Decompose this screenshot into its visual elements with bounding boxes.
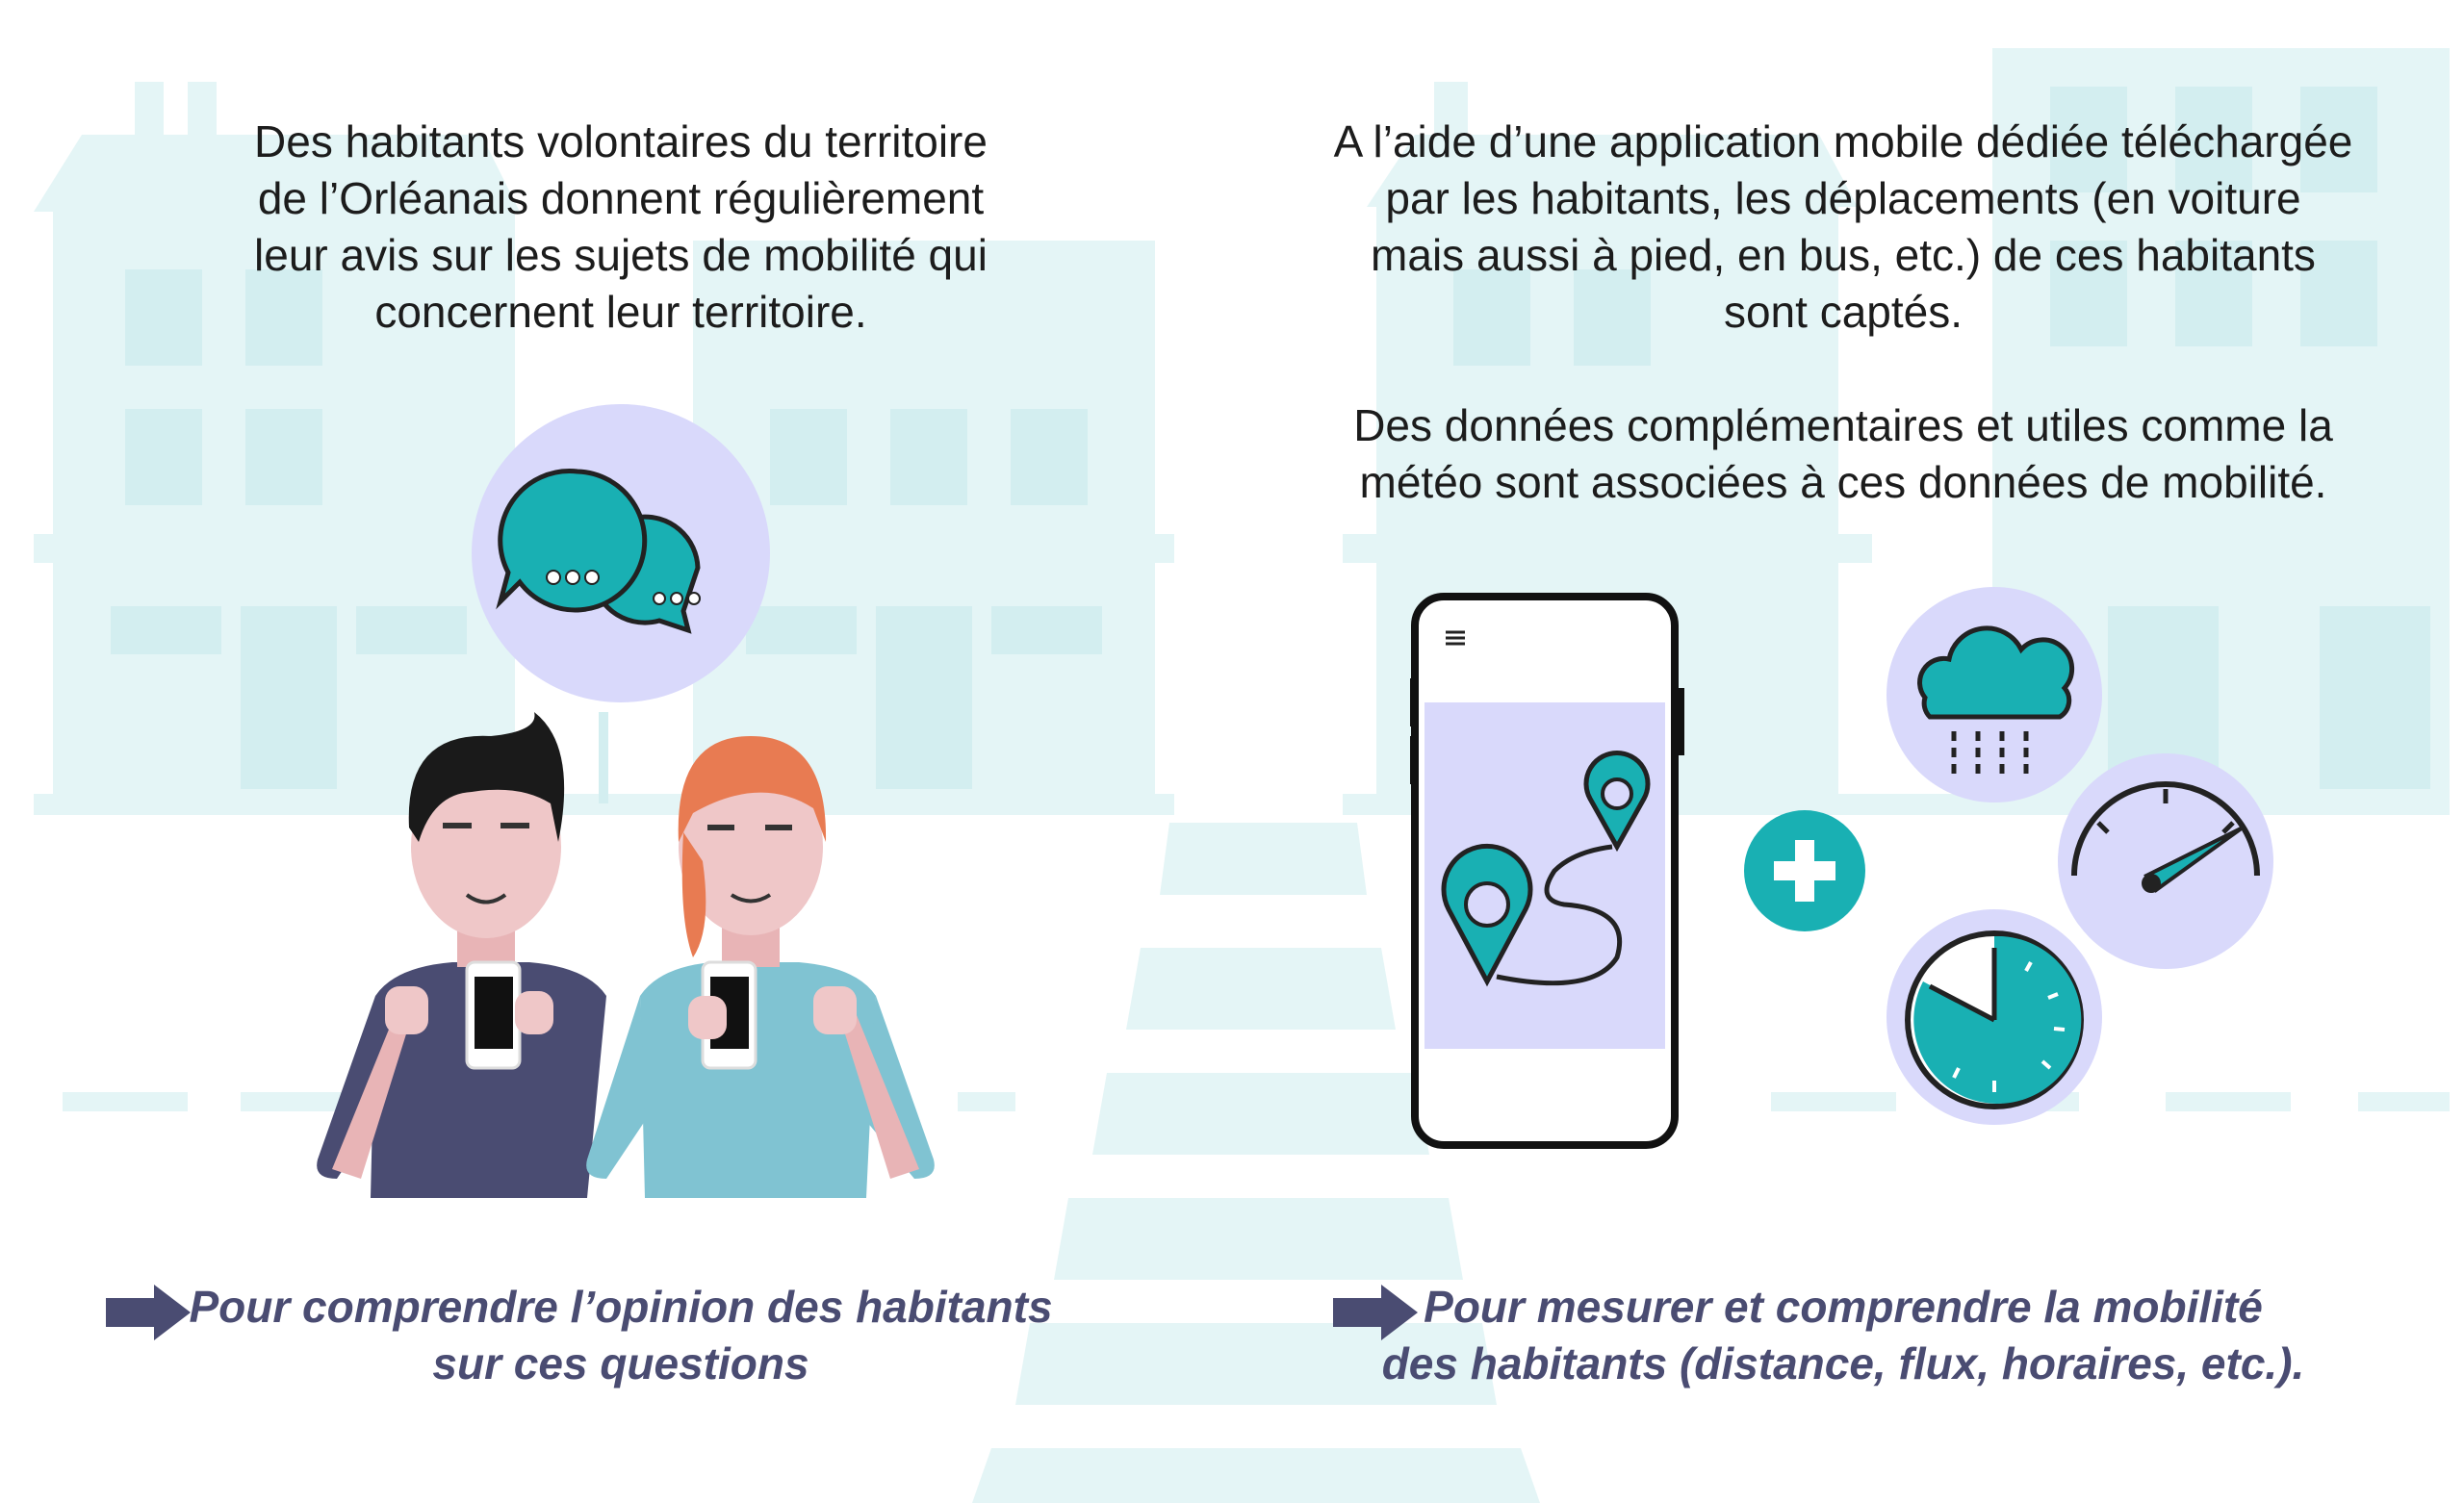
right-description: A l’aide d’une application mobile dédiée…: [1333, 116, 2353, 337]
speech-bubbles-icon: [472, 404, 770, 702]
plus-icon: [1744, 810, 1865, 931]
right-conclusion: Pour mesurer et comprendre la mobilité d…: [1381, 1282, 2305, 1388]
menu-icon: [1446, 630, 1465, 646]
left-conclusion: Pour comprendre l’opinion des habitants …: [189, 1282, 1053, 1388]
right-description-weather: Des données complémentaires et utiles co…: [1353, 400, 2333, 507]
two-residents-illustration: [317, 712, 935, 1198]
speedometer-icon: [2058, 753, 2273, 969]
rain-cloud-icon: [1886, 587, 2102, 802]
arrow-right-icon: [106, 1285, 191, 1340]
left-description: Des habitants volontaires du territoire …: [254, 116, 988, 337]
arrow-right-icon: [1333, 1285, 1418, 1340]
phone-icon: [1410, 593, 1684, 1149]
clock-icon: [1886, 909, 2102, 1125]
map-pin-icon: [1441, 751, 1651, 987]
